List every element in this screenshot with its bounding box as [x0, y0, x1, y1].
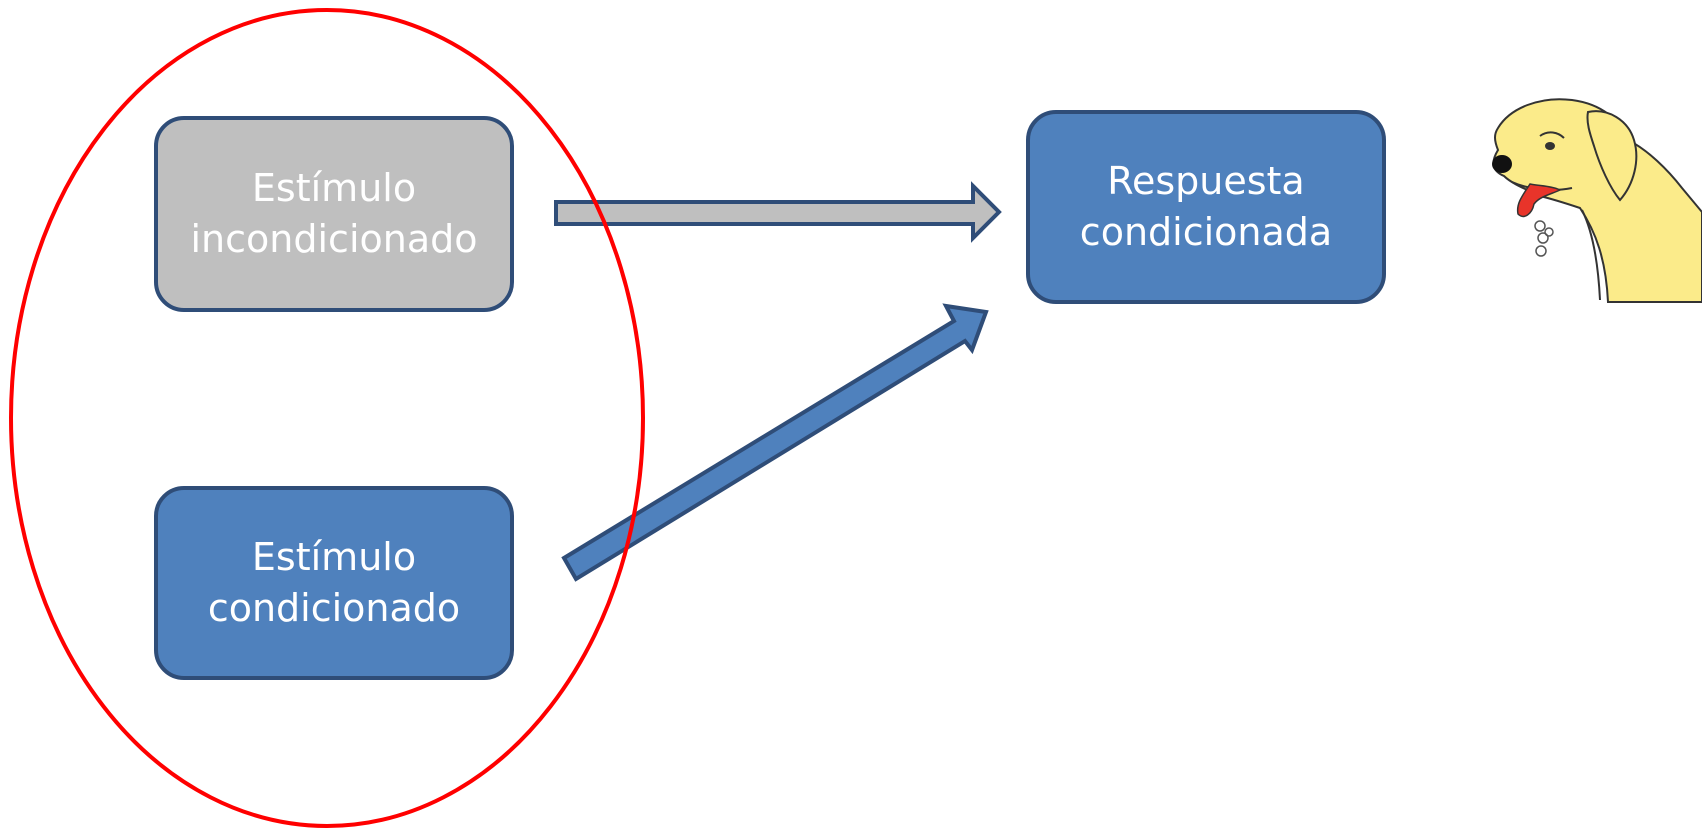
- blue-arrow: [561, 303, 989, 582]
- drool-drop: [1544, 227, 1554, 237]
- salivating-dog-icon: [1492, 98, 1702, 303]
- conditioned-stimulus-line1: Estímulo: [251, 534, 417, 579]
- drool-drop: [1535, 245, 1547, 257]
- unconditioned-stimulus-box: Estímulo incondicionado: [154, 116, 514, 312]
- unconditioned-stimulus-line2: incondicionado: [190, 217, 478, 261]
- conditioned-response-line2: condicionada: [1079, 210, 1333, 254]
- drool-drop: [1537, 232, 1549, 244]
- conditioned-stimulus-box: Estímulo condicionado: [154, 486, 514, 680]
- conditioned-response-box: Respuesta condicionada: [1026, 110, 1386, 304]
- unconditioned-stimulus-line1: Estímulo: [251, 165, 417, 210]
- dog-ear: [1586, 110, 1638, 202]
- dog-neck-line: [1581, 209, 1601, 301]
- dog-eyebrow: [1539, 131, 1565, 139]
- drool-drop: [1534, 220, 1546, 232]
- conditioned-response-line1: Respuesta: [1107, 158, 1305, 203]
- conditioned-stimulus-line2: condicionado: [207, 586, 461, 630]
- highlight-ellipse: [9, 8, 645, 828]
- gray-arrow: [554, 181, 1002, 243]
- dog-eye: [1545, 142, 1555, 150]
- dog-nose: [1492, 155, 1512, 173]
- dog-tongue: [1516, 183, 1562, 218]
